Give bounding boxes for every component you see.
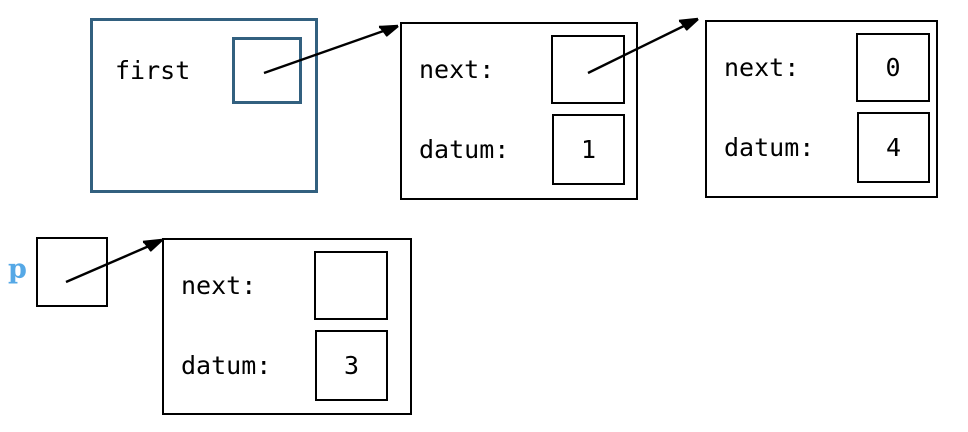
node-1-next-slot[interactable] bbox=[551, 35, 625, 104]
node-p-datum-label: datum: bbox=[181, 351, 272, 380]
variable-slot-p[interactable] bbox=[36, 237, 108, 307]
node-box-1 bbox=[400, 22, 638, 200]
node-2-next-slot[interactable]: 0 bbox=[856, 33, 930, 102]
node-p-next-slot[interactable] bbox=[314, 251, 388, 320]
variable-box-first bbox=[90, 18, 318, 193]
node-1-datum-label: datum: bbox=[419, 135, 510, 164]
node-1-datum-slot: 1 bbox=[552, 114, 625, 185]
node-box-p bbox=[162, 238, 412, 415]
node-2-next-label: next: bbox=[724, 53, 800, 82]
node-1-next-label: next: bbox=[419, 55, 495, 84]
variable-label-p: p bbox=[8, 254, 27, 285]
node-p-next-label: next: bbox=[181, 271, 257, 300]
variable-slot-first[interactable] bbox=[232, 37, 302, 104]
node-2-datum-label: datum: bbox=[724, 133, 815, 162]
node-box-2 bbox=[705, 20, 938, 198]
node-2-datum-slot: 4 bbox=[857, 112, 930, 183]
variable-label-first: first bbox=[115, 56, 191, 85]
node-p-datum-slot: 3 bbox=[315, 330, 388, 401]
